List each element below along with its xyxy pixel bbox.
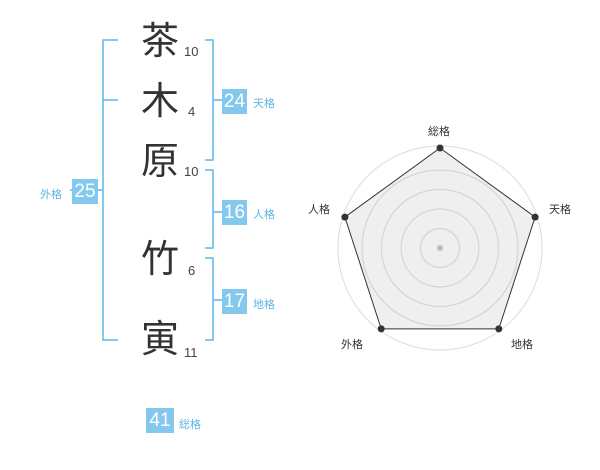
gaikaku-value-badge: 25 <box>72 179 98 204</box>
stroke-count-5: 11 <box>184 345 198 360</box>
stroke-count-1: 10 <box>184 44 199 59</box>
radar-grid-ring <box>361 169 519 327</box>
name-char-5: 寅 <box>141 317 180 361</box>
radar-label-tenkaku: 天格 <box>549 203 571 216</box>
radar-point-1 <box>531 213 539 221</box>
name-char-3: 原 <box>141 139 180 183</box>
radar-point-2 <box>495 325 503 333</box>
soukaku-label: 総格 <box>179 418 201 431</box>
radar-point-0 <box>436 144 444 152</box>
stroke-count-2: 4 <box>188 104 196 119</box>
jinkaku-label: 人格 <box>253 208 275 221</box>
radar-label-chikaku: 地格 <box>511 338 533 351</box>
radar-point-4 <box>341 213 349 221</box>
jinkaku-value-badge: 16 <box>222 200 247 225</box>
tenkaku-value-badge: 24 <box>222 89 247 114</box>
radar-grid-ring <box>400 208 480 288</box>
radar-grid-ring <box>381 189 499 307</box>
radar-label-soukaku: 総格 <box>428 125 450 138</box>
radar-point-3 <box>377 325 385 333</box>
chikaku-value-badge: 17 <box>222 289 247 314</box>
gaikaku-bracket <box>102 39 118 341</box>
chikaku-bracket <box>205 257 214 341</box>
name-char-2: 木 <box>141 79 180 123</box>
tenkaku-bracket <box>205 39 214 161</box>
jinkaku-bracket <box>205 169 214 249</box>
radar-grid-ring <box>420 228 460 268</box>
stroke-count-4: 6 <box>188 263 196 278</box>
name-char-1: 茶 <box>141 19 180 63</box>
gaikaku-label: 外格 <box>40 188 62 201</box>
radar-center-dot <box>437 245 443 251</box>
radar-data-polygon <box>344 147 536 330</box>
name-char-4: 竹 <box>141 237 180 281</box>
radar-chart <box>337 144 543 351</box>
radar-label-gaikaku: 外格 <box>341 338 363 351</box>
radar-label-jinkaku: 人格 <box>308 203 330 216</box>
tenkaku-label: 天格 <box>253 97 275 110</box>
stroke-count-3: 10 <box>184 164 199 179</box>
soukaku-value-badge: 41 <box>146 408 174 433</box>
chikaku-label: 地格 <box>253 298 275 311</box>
